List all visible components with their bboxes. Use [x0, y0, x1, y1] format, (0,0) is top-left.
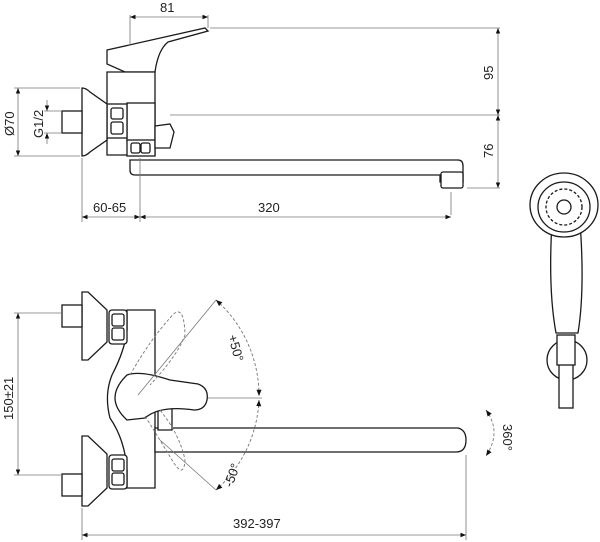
spout-front [154, 427, 467, 453]
angle-minus-50: -50° [221, 461, 243, 489]
angle-360: 360° [500, 424, 515, 451]
wall-flange-lower [81, 435, 108, 507]
dim-95: 95 [481, 66, 496, 80]
shower-handle [550, 221, 583, 334]
lever-front [114, 372, 208, 421]
nut-upper [108, 309, 128, 345]
aerator [440, 171, 464, 189]
dim-diameter-70: Ø70 [2, 111, 17, 136]
angle-plus-50: +50° [225, 333, 247, 363]
nut-side [106, 103, 128, 139]
shower-hose [558, 359, 574, 409]
spout-side [129, 159, 464, 183]
dim-60-65: 60-65 [93, 200, 126, 215]
wall-flange-side [81, 87, 108, 157]
lever-side [106, 27, 210, 73]
dim-thread: G1/2 [31, 110, 46, 138]
dim-392-397: 392-397 [233, 516, 281, 531]
wall-flange-upper [81, 291, 108, 361]
dim-320: 320 [258, 200, 280, 215]
hand-shower [529, 172, 599, 409]
dim-76: 76 [481, 144, 496, 158]
front-view: 150±21 392-397 +50° -50° 360° [1, 291, 515, 540]
dim-150: 150±21 [1, 377, 16, 420]
side-view: 81 95 76 Ø70 G1/2 60-65 320 [2, 0, 501, 222]
dim-81: 81 [160, 0, 174, 15]
inlet-side [61, 110, 83, 134]
inlet-lower [61, 473, 83, 497]
inlet-upper [61, 304, 83, 328]
nut-lower [108, 454, 128, 490]
